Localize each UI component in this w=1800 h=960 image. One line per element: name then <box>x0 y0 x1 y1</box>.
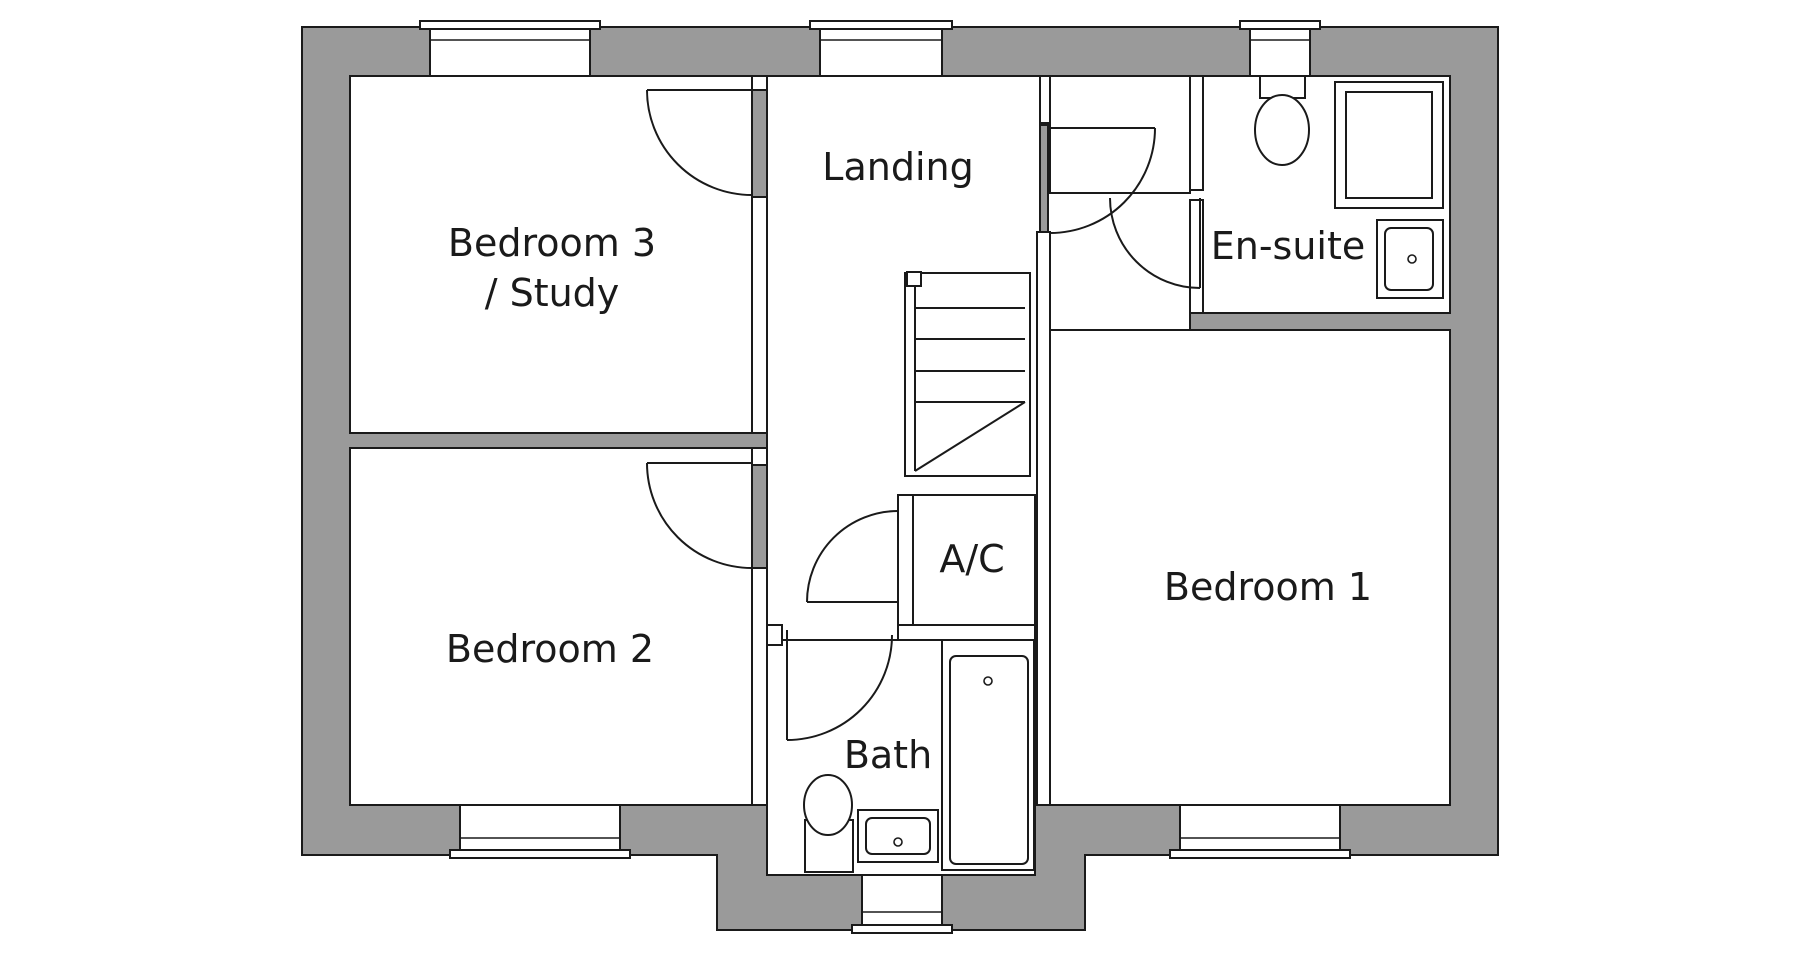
basin-icon-bath <box>857 809 939 863</box>
landing-label: Landing <box>822 145 973 189</box>
door-bedroom3 <box>646 89 753 196</box>
shower-tray-icon <box>1334 81 1444 209</box>
ensuite-label: En-suite <box>1211 224 1366 268</box>
door-ac <box>806 510 899 603</box>
ac-wall-left <box>897 494 914 626</box>
ac-label: A/C <box>939 537 1004 581</box>
bed2-door-jamb-top <box>751 447 768 466</box>
window-top-middle <box>809 20 953 77</box>
bedroom2-label: Bedroom 2 <box>446 627 654 671</box>
bathtub-icon <box>941 639 1035 871</box>
bed3-door-jamb-bottom <box>751 196 768 434</box>
ensuite-bulkhead <box>1189 75 1204 191</box>
bedroom3-room <box>349 75 753 434</box>
toilet-icon-bath <box>803 774 854 873</box>
staircase <box>904 271 1031 477</box>
bedroom2-room <box>349 447 753 806</box>
bath-label: Bath <box>844 733 932 777</box>
ensuite-wall-right-jamb <box>1189 199 1204 314</box>
toilet-icon-ensuite <box>1254 75 1310 166</box>
ensuite-door-jamb-left <box>1039 75 1051 124</box>
door-bedroom1 <box>1049 127 1156 234</box>
window-top-right <box>1239 20 1321 77</box>
window-top-left <box>419 20 601 77</box>
bath-door-jamb <box>766 624 783 646</box>
bed2-door-jamb-bottom <box>751 567 768 806</box>
window-bath <box>851 874 953 934</box>
bedroom3-label-line2: / Study <box>485 271 620 315</box>
basin-icon-ensuite <box>1376 219 1444 299</box>
window-bottom-left <box>449 804 631 859</box>
door-bedroom2 <box>646 462 753 569</box>
door-ensuite <box>1109 197 1201 289</box>
window-bottom-right <box>1169 804 1351 859</box>
bath-wall-top <box>897 624 1036 641</box>
door-bath <box>786 630 893 741</box>
bedroom3-label-line1: Bedroom 3 <box>448 221 656 265</box>
bedroom1-label: Bedroom 1 <box>1164 565 1372 609</box>
landing-cupboard <box>1049 75 1191 194</box>
bed3-door-jamb-top <box>751 75 768 91</box>
master-wall-jamb <box>1036 231 1051 806</box>
